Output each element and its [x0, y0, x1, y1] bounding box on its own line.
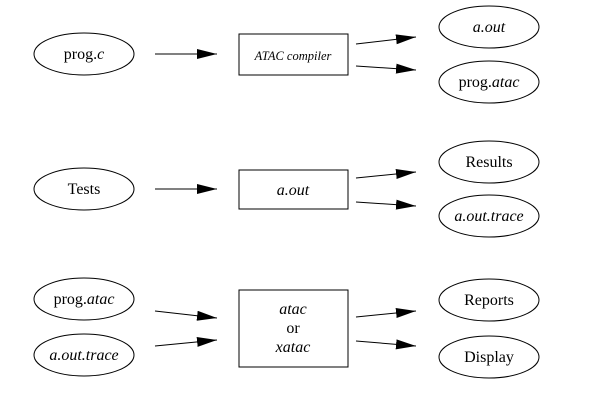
row1-process-label: ATAC compiler [254, 49, 332, 63]
row1-output-node-1: a.out [438, 5, 540, 49]
row3-output-arrow-2 [355, 339, 417, 350]
row3-process-label-1: atac [279, 301, 307, 318]
row1-output-arrow-1 [355, 34, 417, 45]
row3-input-node-2: a.out.trace [33, 333, 135, 377]
row1-output-label-2: prog.atac [459, 74, 520, 91]
row1-output-label-1: a.out [473, 19, 506, 36]
row3-output-node-2: Display [438, 335, 540, 379]
row1-input-node: prog.c [33, 32, 135, 76]
row2-output-node-2: a.out.trace [438, 194, 540, 238]
row1-input-label: prog.c [64, 46, 104, 63]
row2-process-label: a.out [277, 182, 310, 199]
row1-output-node-2: prog.atac [438, 60, 540, 104]
row3-output-node-1: Reports [438, 278, 540, 322]
row2-output-node-1: Results [438, 140, 540, 184]
row2-process-node: a.out [238, 169, 349, 210]
row2-output-arrow-1 [355, 169, 417, 179]
row3-input-label-1: prog.atac [54, 291, 115, 308]
row2-input-node: Tests [33, 167, 135, 211]
row2-output-label-1: Results [465, 154, 512, 171]
row3-output-label-2: Display [464, 349, 514, 366]
row3-output-label-1: Reports [464, 292, 514, 309]
row3-output-arrow-1 [355, 308, 417, 318]
row1-process-node: ATAC compiler [238, 33, 349, 76]
row3-process-label-3: xatac [275, 339, 311, 356]
row3-input-node-1: prog.atac [33, 277, 135, 321]
row1-output-arrow-2 [355, 63, 417, 74]
row2-output-label-2: a.out.trace [454, 208, 523, 225]
row3-process-node: atac or xatac [238, 289, 349, 368]
row3-input-arrow-2 [154, 336, 218, 347]
row3-input-label-2: a.out.trace [49, 347, 118, 364]
row2-output-arrow-2 [355, 199, 417, 210]
row3-process-label-2: or [286, 320, 300, 337]
row3-input-arrow-1 [154, 310, 218, 321]
row2-input-label: Tests [68, 181, 101, 198]
